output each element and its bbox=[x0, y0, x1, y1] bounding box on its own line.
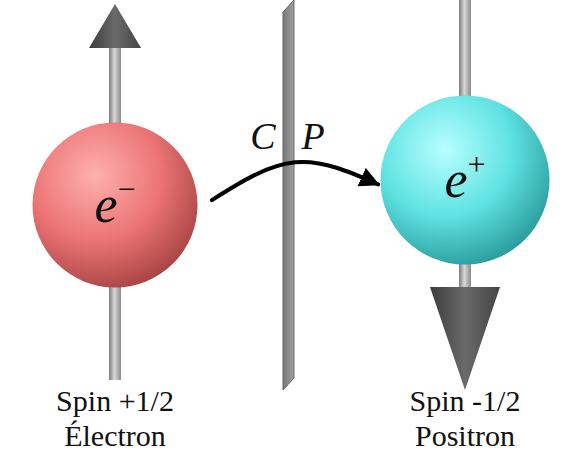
particle-symbol: e− bbox=[94, 179, 135, 231]
spin-arrowhead bbox=[89, 4, 141, 48]
transform-arrow bbox=[212, 162, 378, 200]
sphere-content: e+ bbox=[380, 95, 550, 265]
sphere-content: e− bbox=[32, 122, 198, 288]
spin-caption: Spin +1/2 bbox=[56, 384, 174, 417]
particle-name: Électron bbox=[64, 419, 166, 452]
particle-symbol: e+ bbox=[444, 154, 485, 206]
spin-caption: Spin -1/2 bbox=[410, 384, 521, 417]
operator-letter: C bbox=[250, 116, 275, 158]
spin-arrowhead bbox=[430, 287, 500, 390]
sphere-fill bbox=[33, 123, 198, 288]
sphere-fill bbox=[381, 96, 550, 265]
electron-sphere: e− bbox=[32, 122, 198, 288]
positron-sphere: e+ bbox=[380, 95, 550, 265]
mirror-plane bbox=[283, 0, 294, 390]
operator-letter: P bbox=[301, 116, 324, 158]
particle-name: Positron bbox=[415, 419, 515, 452]
